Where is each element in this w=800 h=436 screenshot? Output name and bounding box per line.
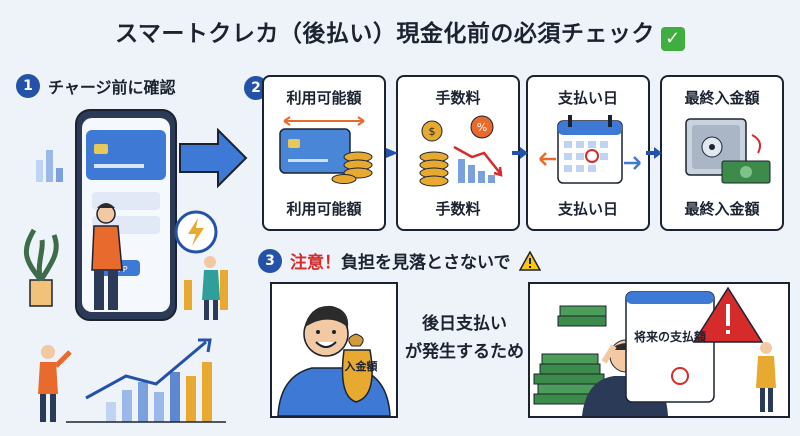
step1-label: チャージ前に確認 [48,78,176,97]
late-line1: 後日支払い [422,314,507,334]
person-icon [91,203,123,310]
arrow-right-icon [512,147,528,159]
safe-cash-icon [685,118,771,184]
card-label-bottom: 手数料 [435,200,481,218]
step3-label: 負担を見落とさないで [341,253,511,273]
mini-bar-chart-icon [36,150,63,182]
money-bag-label: 入金額 [344,360,378,373]
money-bag-icon [341,333,373,403]
phone-illustration: APP [23,109,228,321]
pointing-man-icon [38,345,72,422]
big-arrow-icon [179,128,248,188]
check-mark-icon: ✓ [660,27,685,51]
card-label-bottom: 支払い日 [557,200,618,218]
card-label-top: 最終入金額 [684,89,760,107]
coins-percent-chart-icon: $ % [419,115,503,187]
credit-card-coins-icon [279,116,373,184]
card-label-top: 利用可能額 [286,89,362,107]
lightning-icon [174,210,218,254]
worried-scene-icon [533,286,776,416]
card-label-bottom: 最終入金額 [684,200,760,218]
calendar-label: 将来の支払額 [633,330,706,344]
calendar-large-icon [625,291,715,403]
card-final-deposit: 最終入金額 最終入金額 [660,75,784,231]
happy-man-icon [277,305,391,416]
card-label-bottom: 利用可能額 [286,200,362,218]
card-payment-date: 支払い日 支払い日 [526,75,650,231]
late-line2: が発生するため [405,342,524,362]
page-title: スマートクレカ（後払い）現金化前の必須チェック✓ [0,14,800,51]
coin-bars-icon [184,270,228,310]
woman-icon [202,256,220,320]
svg-text:%: % [477,121,487,134]
card-label-top: 手数料 [435,89,481,107]
card-available-amount: 利用可能額 利用可能額 [262,75,386,231]
card-label-top: 支払い日 [557,89,618,107]
card-fee: 手数料 $ % 手数料 [396,75,520,231]
warning-sign-icon [692,286,764,343]
arrow-right-icon [646,147,662,159]
calendar-icon [539,115,641,184]
cash-stack-icon [533,305,609,405]
warning-triangle-icon [518,250,541,271]
worried-person-panel: 将来の支払額 [528,282,790,418]
plant-icon [23,228,59,307]
step3-number: 3 [258,248,282,273]
arrow-right-icon [386,148,398,158]
step3-heading: 3 注意！ 負担を見落とさないで [258,248,541,273]
happy-man-panel: 入金額 [270,282,398,418]
title-text: スマートクレカ（後払い）現金化前の必須チェック [115,21,655,47]
late-payment-note: 後日支払い が発生するため [405,310,524,366]
warning-label: 注意！ [290,253,341,273]
svg-text:$: $ [429,125,436,138]
step1-number: 1 [16,74,40,98]
woman-icon [756,342,776,412]
growth-chart-illustration [38,338,226,423]
step1-heading: 1 チャージ前に確認 [16,74,176,98]
